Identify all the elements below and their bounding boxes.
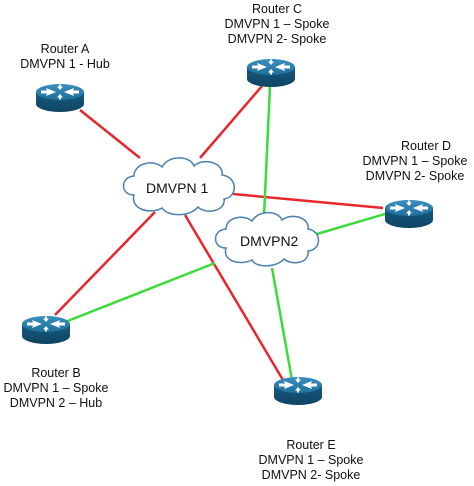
dmvpn1-cloud-icon xyxy=(122,157,235,216)
router-c-role1: DMVPN 1 – Spoke xyxy=(224,17,330,31)
router-a-name: Router A xyxy=(40,42,90,56)
router-e-icon[interactable] xyxy=(274,377,322,405)
router-e-role1: DMVPN 1 – Spoke xyxy=(258,453,364,467)
router-a-label: Router A DMVPN 1 - Hub xyxy=(10,42,120,72)
link-routerE-dmvpn1 xyxy=(183,214,285,381)
link-routerE-dmvpn2 xyxy=(270,267,294,381)
router-d-name: Router D xyxy=(400,139,452,153)
dmvpn2-links xyxy=(64,85,386,381)
router-b-name: Router B xyxy=(31,366,81,380)
router-e-role2: DMVPN 2- Spoke xyxy=(261,468,361,482)
router-b-role2: DMVPN 2 – Hub xyxy=(9,396,103,410)
router-d-role1: DMVPN 1 – Spoke xyxy=(362,154,468,168)
link-routerD-dmvpn2 xyxy=(309,212,386,238)
router-c-icon[interactable] xyxy=(247,59,295,87)
router-e-label: Router E DMVPN 1 – Spoke DMVPN 2- Spoke xyxy=(246,438,376,483)
link-routerB-dmvpn1 xyxy=(54,211,156,316)
link-routerD-dmvpn1 xyxy=(232,192,384,210)
link-routerC-dmvpn1 xyxy=(199,85,263,159)
router-c-label: Router C DMVPN 1 – Spoke DMVPN 2- Spoke xyxy=(212,2,342,47)
dmvpn1-links xyxy=(54,85,384,381)
router-d-label: Router D DMVPN 1 – Spoke DMVPN 2- Spoke xyxy=(356,139,474,184)
dmvpn2-cloud-label: DMVPN2 xyxy=(240,233,299,249)
router-b-icon[interactable] xyxy=(22,316,70,344)
link-routerA-dmvpn1 xyxy=(79,109,141,159)
router-c-role2: DMVPN 2- Spoke xyxy=(227,32,327,46)
router-a-icon[interactable] xyxy=(36,84,84,112)
link-routerC-dmvpn2 xyxy=(262,85,272,217)
link-routerB-dmvpn2 xyxy=(64,261,216,324)
router-b-role1: DMVPN 1 – Spoke xyxy=(3,381,109,395)
dmvpn2-cloud-icon xyxy=(214,211,320,267)
router-e-name: Router E xyxy=(286,438,336,452)
router-c-name: Router C xyxy=(251,2,303,16)
router-b-label: Router B DMVPN 1 – Spoke DMVPN 2 – Hub xyxy=(0,366,112,411)
router-d-role2: DMVPN 2- Spoke xyxy=(365,169,465,183)
router-a-role1: DMVPN 1 - Hub xyxy=(20,57,110,71)
dmvpn1-cloud-label: DMVPN 1 xyxy=(146,180,209,196)
router-d-icon[interactable] xyxy=(385,200,433,228)
